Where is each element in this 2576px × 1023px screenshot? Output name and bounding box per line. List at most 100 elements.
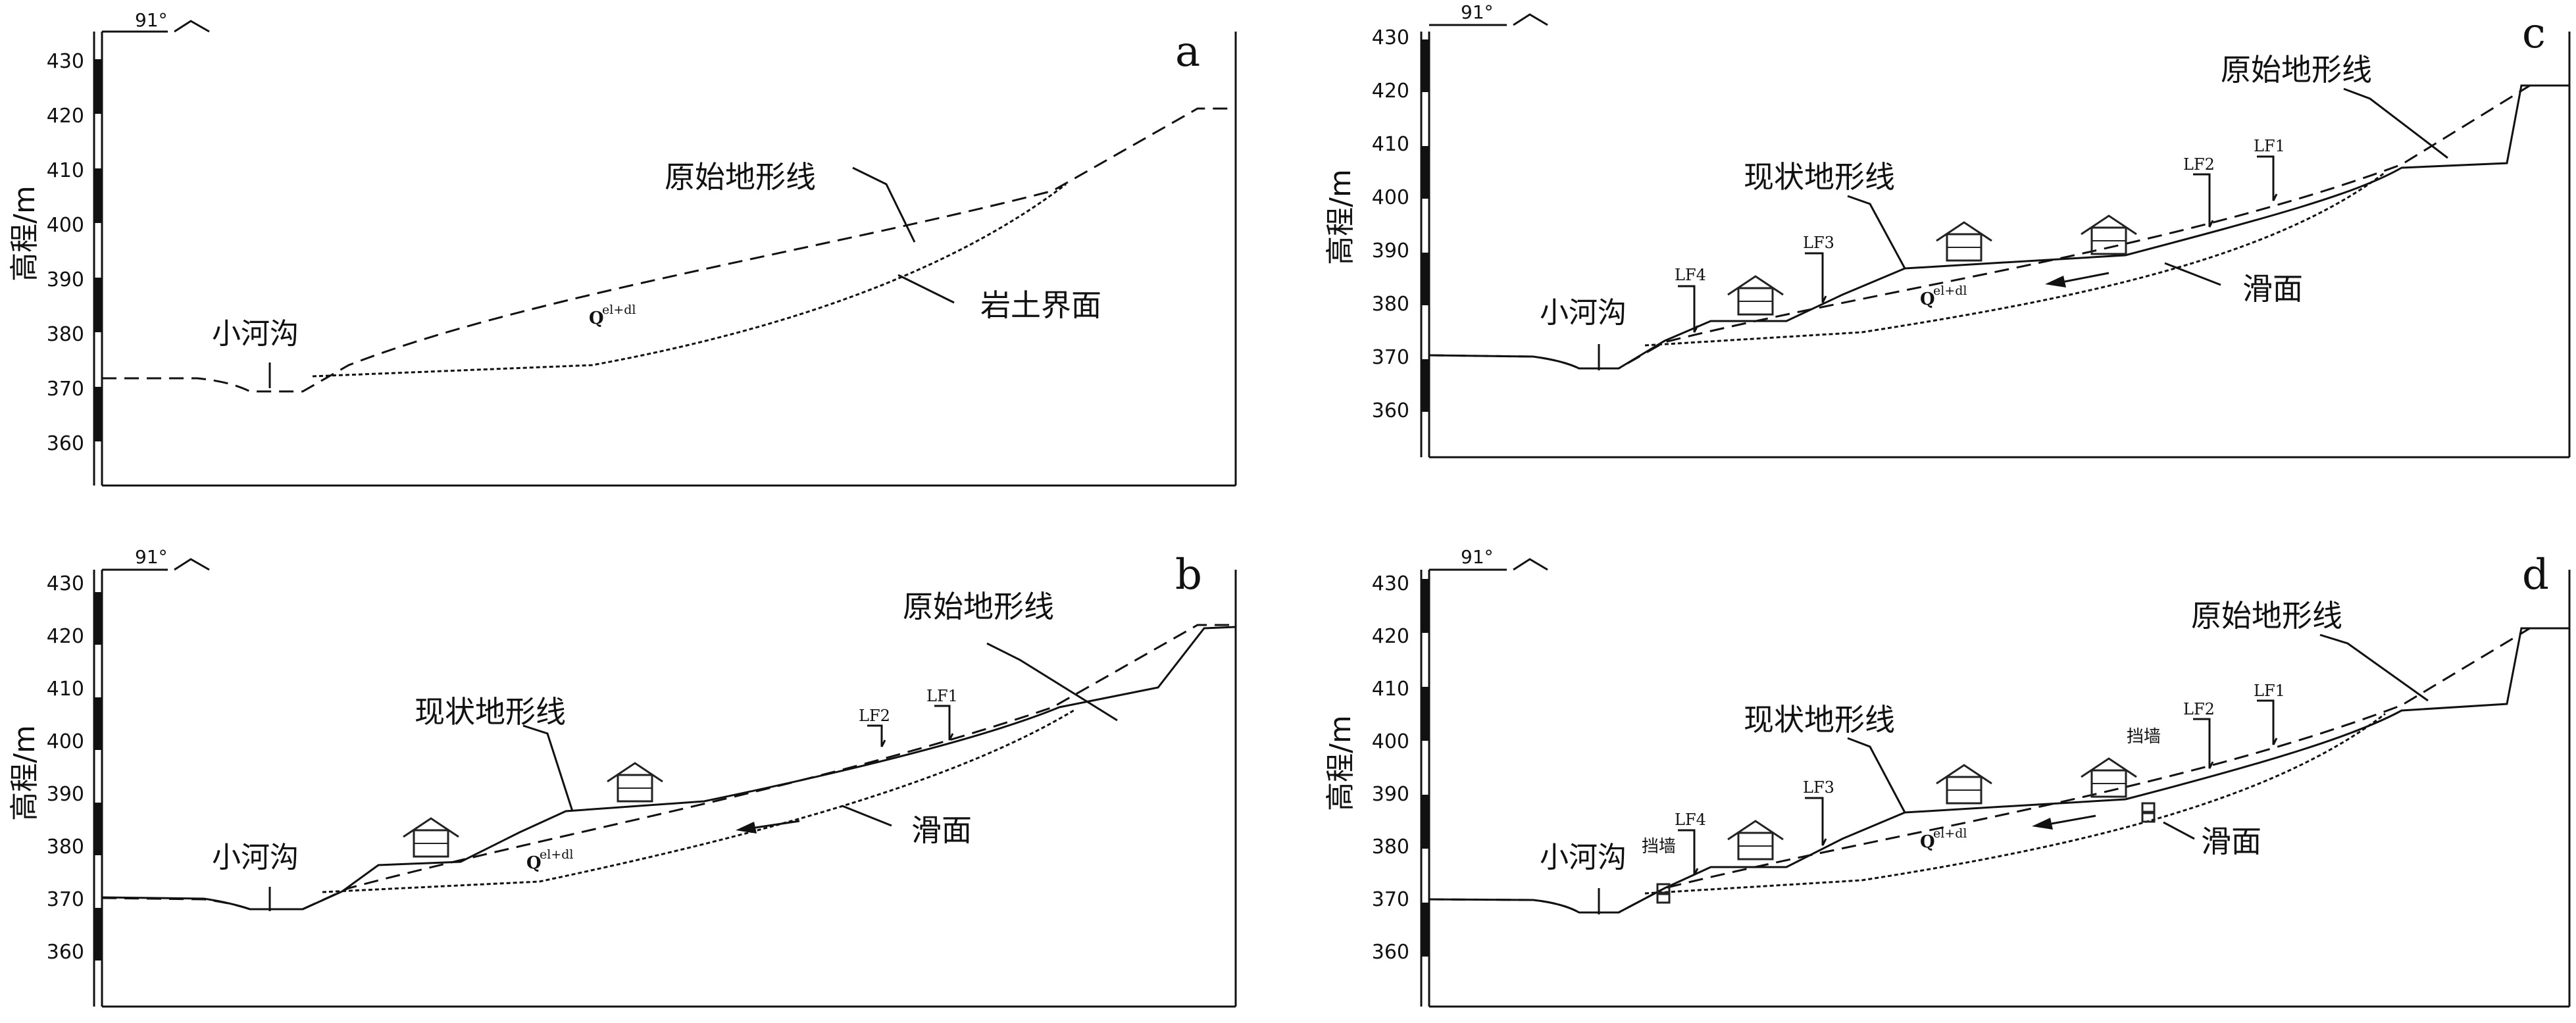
scale-block: [94, 697, 102, 750]
slip-surface-line: [1644, 171, 2386, 347]
leader-line: [2319, 634, 2429, 702]
deposit-label: Q: [589, 309, 604, 328]
retaining-wall-label: 挡墙: [1642, 837, 1676, 857]
y-tick: 400: [47, 214, 84, 237]
panel-letter: c: [2522, 9, 2546, 58]
house-icon: [1935, 221, 1993, 262]
direction-arrow-icon: [174, 20, 210, 33]
panel-letter: d: [2522, 551, 2549, 599]
slip-surface-line: [1644, 712, 2386, 895]
leader-line: [522, 724, 574, 812]
original-terrain-line: [102, 107, 1236, 393]
house-icon: [1727, 820, 1784, 861]
crack-lf3-marker: [1805, 252, 1827, 303]
y-tick: 430: [47, 50, 84, 73]
arrowhead-icon: [736, 822, 757, 834]
current-terrain-line: [1428, 627, 2569, 914]
scale-block: [94, 59, 102, 114]
leader-line: [1847, 737, 1906, 813]
panel-letter: a: [1175, 28, 1200, 76]
crack-lf4-marker: [1678, 829, 1699, 876]
y-tick: 420: [47, 105, 84, 128]
scale-block: [94, 387, 102, 441]
slide-direction-arrow-icon: [755, 820, 800, 829]
original-terrain-label: 原始地形线: [2191, 598, 2342, 634]
current-terrain-label: 现状地形线: [1744, 159, 1895, 195]
crack-label: LF3: [1803, 778, 1834, 797]
orientation-label: 91°: [1461, 546, 1494, 568]
y-tick: 390: [47, 268, 84, 291]
leader-line: [842, 805, 892, 827]
scale-block: [94, 278, 102, 332]
leader-line: [2343, 87, 2448, 159]
arrowhead-icon: [2032, 818, 2053, 830]
crack-label: LF1: [926, 687, 958, 705]
y-tick: 380: [1372, 293, 1409, 316]
scale-block: [1421, 39, 1429, 92]
y-tick: 400: [1372, 186, 1409, 209]
leader-line: [986, 642, 1118, 722]
y-tick: 370: [47, 378, 84, 401]
crack-label: LF3: [1803, 234, 1834, 252]
scale-block: [1421, 903, 1429, 957]
slip-surface-label: 滑面: [911, 812, 972, 848]
scale-block: [1421, 146, 1429, 199]
y-tick: 370: [1372, 888, 1409, 911]
y-tick: 380: [47, 323, 84, 346]
y-tick: 410: [47, 159, 84, 182]
y-tick: 430: [1372, 572, 1409, 595]
panel-letter: b: [1175, 551, 1202, 599]
crack-label: LF2: [2183, 700, 2215, 718]
slip-surface-line: [322, 708, 1076, 893]
y-axis-label: 高程/m: [8, 725, 41, 821]
y-tick: 360: [1372, 941, 1409, 964]
deposit-superscript: el+dl: [602, 303, 636, 317]
crack-label: LF1: [2254, 137, 2285, 155]
deposit-label: Q: [1920, 832, 1935, 852]
y-tick: 430: [1372, 26, 1409, 49]
house-icon: [402, 817, 460, 858]
scale-block: [1421, 579, 1429, 633]
crack-lf1-marker: [2257, 155, 2278, 201]
deposit-superscript: el+dl: [1933, 284, 1967, 298]
slide-direction-arrow-icon: [2051, 814, 2096, 825]
creek-label: 小河沟: [212, 841, 299, 874]
crack-lf3-marker: [1805, 797, 1827, 846]
creek-label: 小河沟: [212, 317, 299, 351]
interface-label: 岩土界面: [980, 287, 1101, 323]
y-tick: 390: [1372, 239, 1409, 262]
y-tick: 360: [47, 941, 84, 964]
orientation-label: 91°: [135, 9, 168, 31]
scale-block: [1421, 687, 1429, 741]
deposit-label: Q: [1920, 289, 1935, 309]
direction-arrow-icon: [1513, 558, 1548, 571]
y-axis-label: 高程/m: [1324, 169, 1357, 265]
crack-label: LF2: [859, 707, 890, 725]
creek-label: 小河沟: [1540, 841, 1627, 874]
leader-line: [1847, 195, 1906, 269]
house-icon: [1935, 764, 1993, 805]
direction-arrow-icon: [174, 558, 210, 571]
original-terrain-label: 原始地形线: [903, 589, 1054, 624]
scale-block: [94, 803, 102, 855]
y-tick: 420: [47, 625, 84, 648]
original-terrain-label: 原始地形线: [665, 159, 816, 195]
current-terrain-label: 现状地形线: [1744, 702, 1895, 737]
slide-direction-arrow-icon: [2064, 272, 2109, 283]
current-terrain-line: [1428, 84, 2569, 370]
y-tick: 420: [1372, 625, 1409, 648]
deposit-superscript: el+dl: [540, 847, 573, 862]
retaining-wall-icon: [2141, 802, 2156, 823]
leader-line: [2163, 821, 2195, 840]
direction-arrow-icon: [1513, 13, 1548, 26]
y-tick: 420: [1372, 80, 1409, 103]
orientation-label: 91°: [1461, 1, 1494, 23]
scale-block: [1421, 795, 1429, 849]
crack-lf2-marker: [2193, 173, 2214, 228]
house-icon: [606, 762, 664, 803]
panel-a: 91° 430 420 410 400 390 380 370 360 高程/m…: [8, 9, 1237, 487]
house-icon: [1727, 275, 1784, 316]
y-tick: 410: [1372, 678, 1409, 701]
soil-rock-interface-line: [312, 183, 1067, 378]
